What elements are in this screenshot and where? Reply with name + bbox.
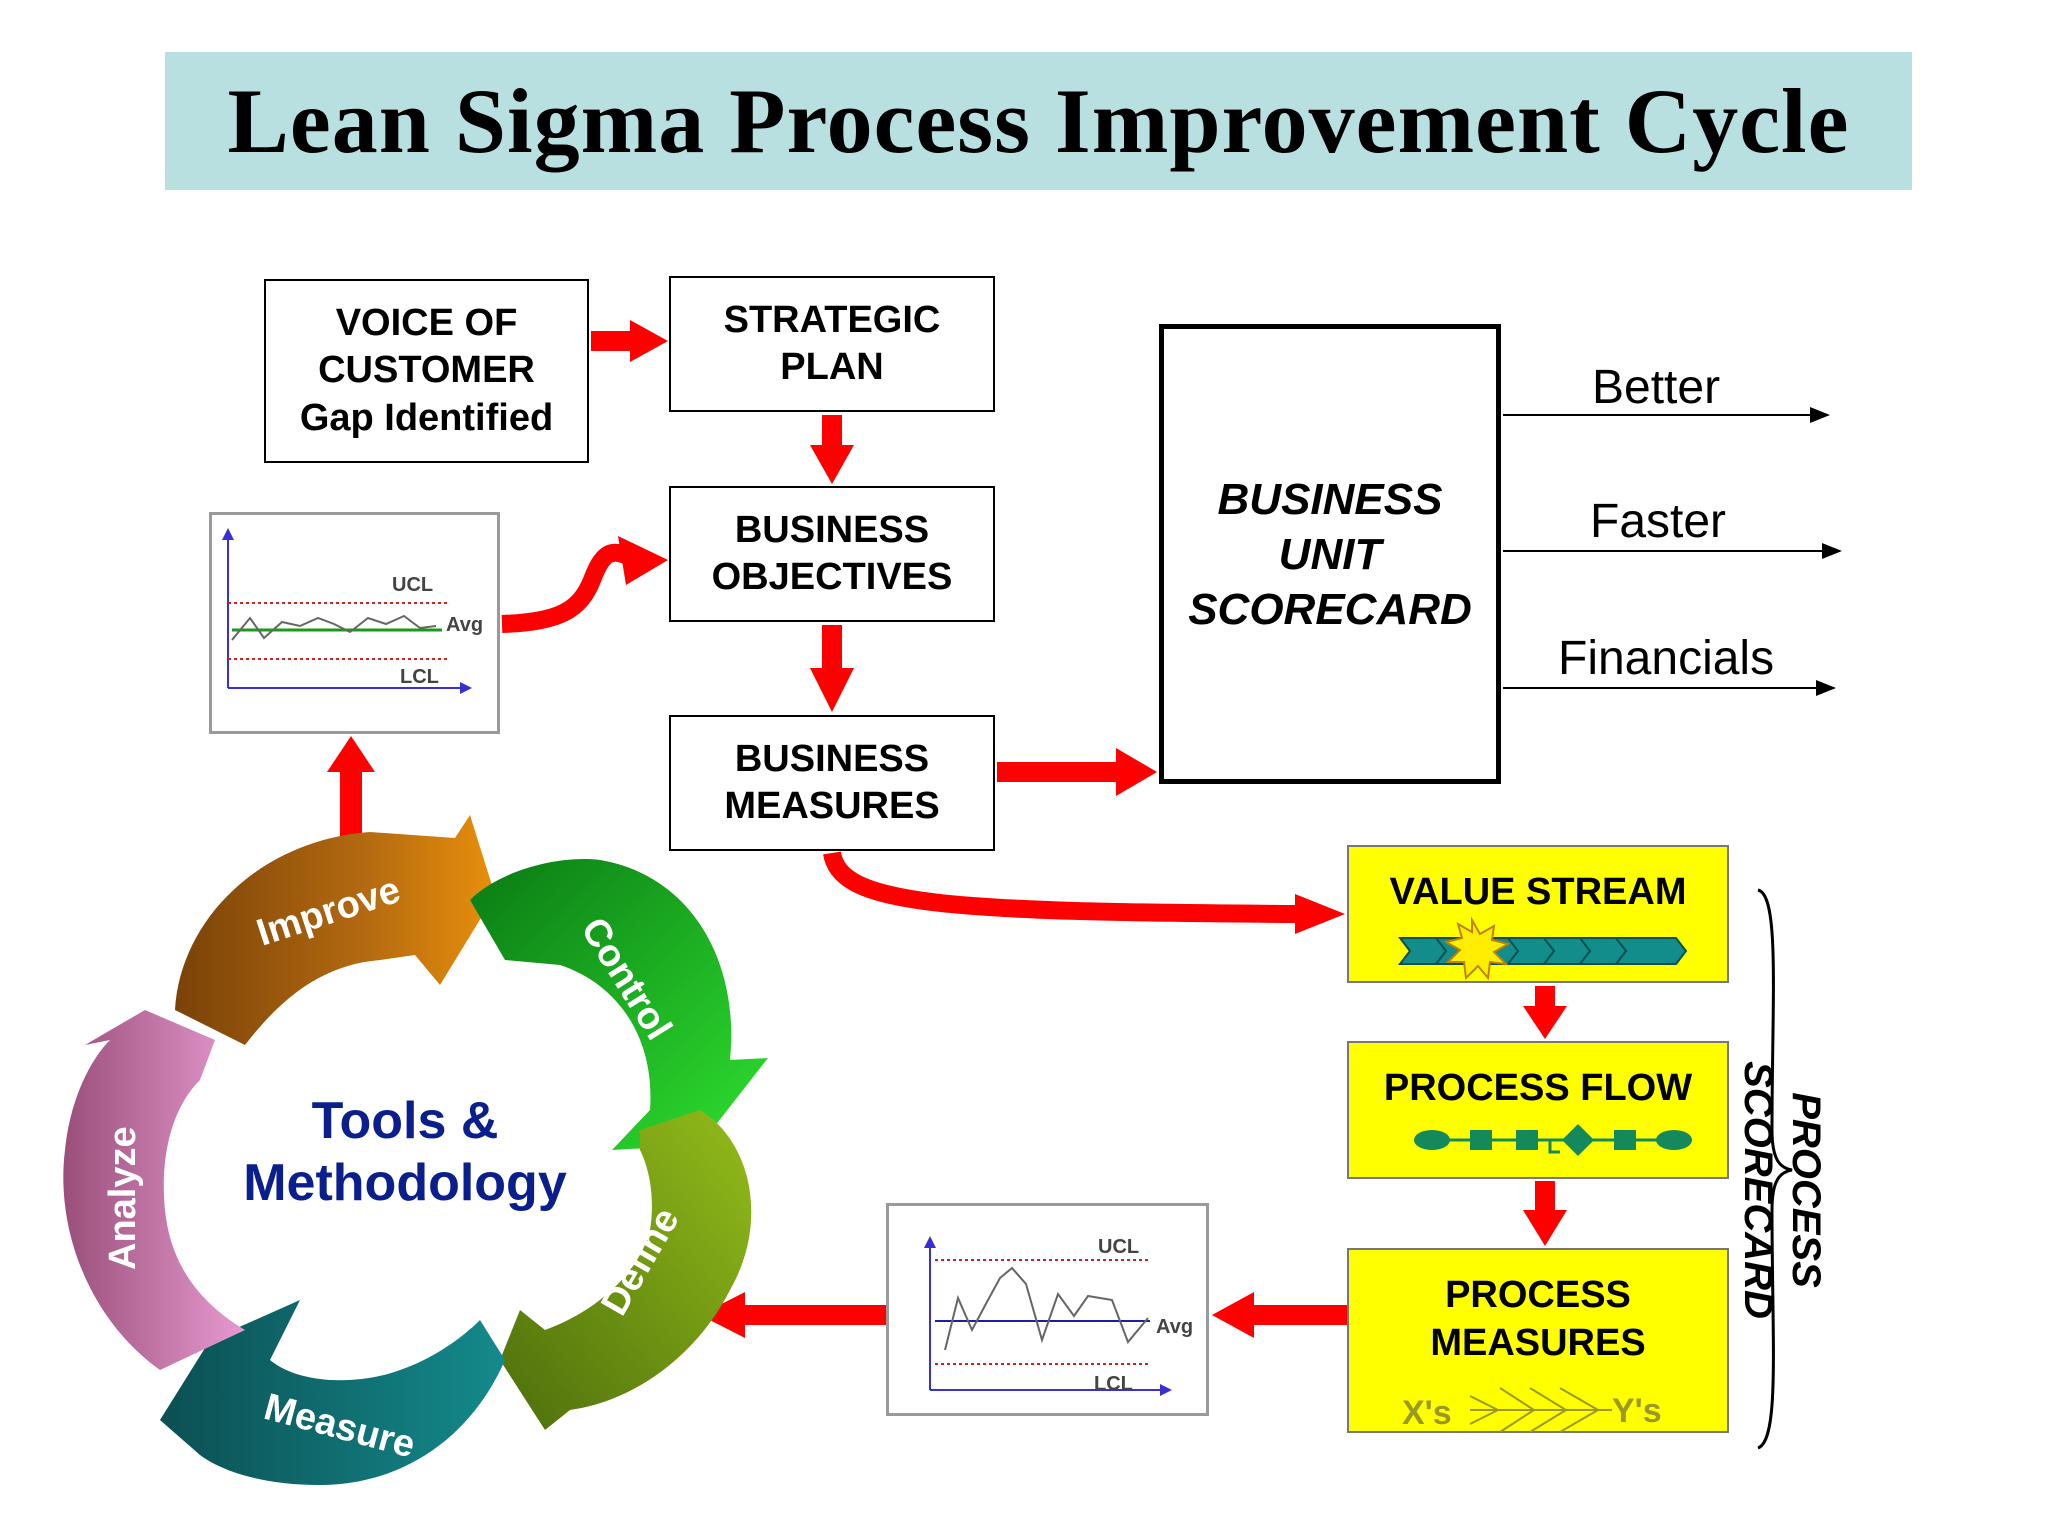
business-measures-line-2: MEASURES [724,785,940,827]
voc-line-1: VOICE OF [335,301,518,344]
arrow-strategic-to-objectives [810,415,854,484]
title-banner: Lean Sigma Process Improvement Cycle [165,52,1912,190]
business-objectives-line-1: BUSINESS [734,508,930,551]
arrow-measures-to-value-stream [823,851,1345,934]
process-measures-box: PROCESS MEASURES [1347,1248,1729,1433]
process-flow-box: PROCESS FLOW [1347,1041,1729,1179]
strategic-plan-line-1: STRATEGIC [723,298,941,341]
top-chart-lcl: LCL [400,666,439,688]
arrow-flow-to-measures [1523,1181,1567,1246]
value-stream-label: VALUE STREAM [1389,871,1687,913]
arrow-measures-to-scorecard [997,748,1157,796]
arrow-value-to-flow [1523,986,1567,1039]
business-measures-line-1: BUSINESS [734,737,930,780]
cycle-arrow-improve: Improve [175,815,495,1045]
top-chart-ucl: UCL [392,574,433,596]
control-chart-bottom-plot [924,1236,1172,1396]
arrow-voc-to-strategic [591,320,668,362]
process-flow-label: PROCESS FLOW [1383,1067,1693,1109]
process-measures-line-2: MEASURES [1430,1321,1646,1364]
process-scorecard-line-1: PROCESS [1784,1092,1828,1288]
fishbone-xs-label: X's [1402,1394,1452,1432]
process-scorecard-line-2: SCORECARD [1736,1061,1780,1319]
value-stream-chevrons-icon [1397,916,1688,981]
scorecard-line-2: UNIT [1278,529,1382,579]
cycle-center-line-1: Tools & [311,1092,499,1150]
process-flow-icon [1414,1124,1692,1156]
business-objectives-line-2: OBJECTIVES [711,556,953,598]
fishbone-icon [1469,1387,1612,1433]
control-chart-top [209,512,500,734]
outcome-better: Better [1592,361,1721,414]
fishbone-ys-label: Y's [1612,1392,1662,1430]
scorecard-line-1: BUSINESS [1217,474,1443,524]
control-chart-bottom [886,1203,1209,1416]
top-chart-avg: Avg [446,614,483,636]
cycle-center-line-2: Methodology [243,1154,567,1213]
arrow-chart-to-cycle [700,1292,886,1338]
cycle-arrow-analyze: Analyze [63,1010,245,1370]
page-title: Lean Sigma Process Improvement Cycle [227,70,1850,172]
control-chart-top-plot [222,528,472,694]
process-scorecard-label: PROCESS SCORECARD [1710,1040,1830,1340]
business-objectives-box: BUSINESS OBJECTIVES [669,486,995,622]
process-scorecard-brace [1757,888,1793,1450]
outcome-financials: Financials [1558,632,1775,685]
business-unit-scorecard-box: BUSINESS UNIT SCORECARD [1159,324,1501,784]
bottom-chart-avg: Avg [1156,1316,1193,1338]
arrow-chart-to-objectives [501,536,668,633]
cycle-center-label: Tools & Methodology [230,1090,580,1215]
arrow-measures-to-chart [1212,1292,1347,1338]
cycle-arrow-measure: Measure [160,1300,505,1485]
scorecard-line-3: SCORECARD [1188,584,1472,634]
strategic-plan-line-2: PLAN [780,346,884,388]
arrow-objectives-to-measures [810,625,854,712]
process-measures-line-1: PROCESS [1445,1274,1631,1316]
voc-line-3: Gap Identified [299,396,554,439]
arrow-cycle-to-chart [327,736,375,836]
bottom-chart-lcl: LCL [1094,1373,1133,1395]
business-measures-box: BUSINESS MEASURES [669,715,995,851]
bottom-chart-ucl: UCL [1098,1236,1139,1258]
outcome-faster: Faster [1590,495,1727,548]
voc-line-2: CUSTOMER [318,349,535,392]
cycle-label-analyze: Analyze [102,1126,144,1270]
voice-of-customer-box: VOICE OF CUSTOMER Gap Identified [264,279,589,463]
strategic-plan-box: STRATEGIC PLAN [669,276,995,412]
